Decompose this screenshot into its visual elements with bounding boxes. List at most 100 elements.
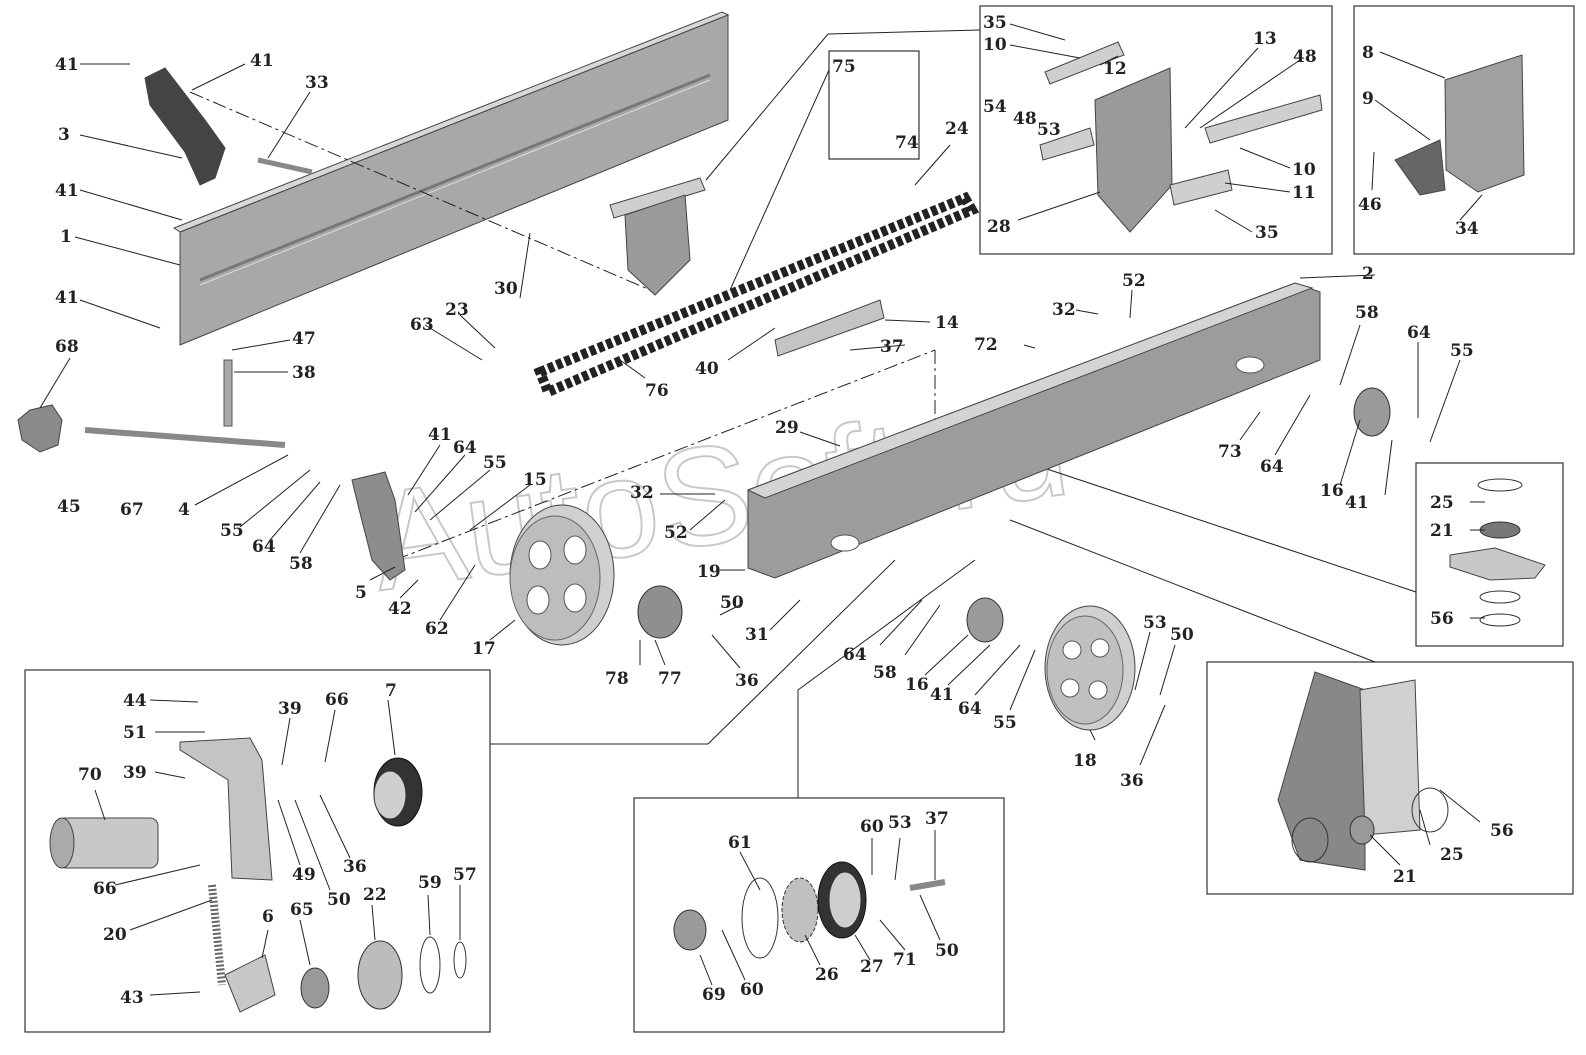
label-75: 75 (832, 57, 856, 77)
label-53: 53 (1037, 120, 1061, 140)
label-27: 27 (860, 957, 884, 977)
axis-line (394, 349, 936, 561)
label-62: 62 (425, 619, 449, 639)
label-64: 64 (1260, 457, 1284, 477)
label-37: 37 (925, 809, 949, 829)
label-55: 55 (993, 713, 1017, 733)
label-47: 47 (292, 329, 316, 349)
label-38: 38 (292, 363, 316, 383)
label-41: 41 (930, 685, 954, 705)
carriage-part (609, 177, 706, 296)
tensioner-detail (49, 737, 467, 1013)
label-66: 66 (93, 879, 117, 899)
label-29: 29 (775, 418, 799, 438)
label-48: 48 (1293, 47, 1317, 67)
label-41: 41 (1345, 493, 1369, 513)
label-57: 57 (453, 865, 477, 885)
label-16: 16 (905, 675, 929, 695)
label-41: 41 (55, 181, 79, 201)
label-70: 70 (78, 765, 102, 785)
detail-frame-plate (1206, 661, 1574, 895)
label-37: 37 (880, 337, 904, 357)
bolt-part-33 (257, 157, 313, 175)
sprocket-detail (673, 861, 946, 959)
label-72: 72 (974, 335, 998, 355)
part-labels: 41 41 33 3 41 1 41 47 38 68 45 67 4 55 6… (55, 13, 1514, 1008)
label-64: 64 (252, 537, 276, 557)
label-58: 58 (1355, 303, 1379, 323)
hub-part-77 (637, 585, 683, 639)
label-41: 41 (55, 55, 79, 75)
label-68: 68 (55, 337, 79, 357)
label-76: 76 (645, 381, 669, 401)
label-36: 36 (735, 671, 759, 691)
label-67: 67 (120, 500, 144, 520)
label-30: 30 (494, 279, 518, 299)
connector-line (827, 29, 981, 35)
label-60: 60 (740, 980, 764, 1000)
label-66: 66 (325, 690, 349, 710)
axis-line (189, 91, 651, 291)
label-64: 64 (453, 438, 477, 458)
label-53: 53 (888, 813, 912, 833)
bar-part-14 (774, 299, 885, 357)
label-45: 45 (57, 497, 81, 517)
detail-frame-bearing (1415, 462, 1564, 647)
bolt-part-38 (223, 359, 233, 427)
label-64: 64 (1407, 323, 1431, 343)
label-3: 3 (58, 125, 70, 145)
label-9: 9 (1362, 89, 1374, 109)
label-58: 58 (289, 554, 313, 574)
label-33: 33 (305, 73, 329, 93)
label-6: 6 (262, 907, 274, 927)
pulley-part-17 (509, 504, 615, 646)
label-59: 59 (418, 873, 442, 893)
label-41: 41 (55, 288, 79, 308)
flange-part-16 (966, 597, 1004, 643)
label-69: 69 (702, 985, 726, 1005)
detail-frame-bracket (1353, 5, 1575, 255)
label-24: 24 (945, 119, 969, 139)
label-20: 20 (103, 925, 127, 945)
connector-line (490, 559, 896, 745)
label-25: 25 (1440, 845, 1464, 865)
label-54: 54 (983, 97, 1007, 117)
connector-line (989, 449, 1417, 593)
label-17: 17 (472, 639, 496, 659)
lever-part-5 (351, 471, 406, 581)
label-55: 55 (483, 453, 507, 473)
label-32: 32 (1052, 300, 1076, 320)
detail-frame-tensioner (24, 669, 491, 1033)
label-36: 36 (343, 857, 367, 877)
label-48: 48 (1013, 109, 1037, 129)
label-56: 56 (1490, 821, 1514, 841)
knob-part-68 (17, 404, 63, 453)
label-77: 77 (658, 669, 682, 689)
label-55: 55 (220, 521, 244, 541)
label-18: 18 (1073, 751, 1097, 771)
label-65: 65 (290, 900, 314, 920)
label-56: 56 (1430, 609, 1454, 629)
plate-detail (1277, 671, 1449, 871)
beam-part-2 (746, 282, 1321, 579)
label-52: 52 (1122, 271, 1146, 291)
leader-lines (39, 23, 1485, 996)
label-19: 19 (697, 562, 721, 582)
detail-frame-chain-link (828, 50, 920, 160)
label-60: 60 (860, 817, 884, 837)
label-49: 49 (292, 865, 316, 885)
label-50: 50 (720, 593, 744, 613)
label-7: 7 (385, 681, 397, 701)
label-40: 40 (695, 359, 719, 379)
label-5: 5 (355, 583, 367, 603)
label-15: 15 (523, 470, 547, 490)
label-61: 61 (728, 833, 752, 853)
label-39: 39 (278, 699, 302, 719)
label-26: 26 (815, 965, 839, 985)
label-55: 55 (1450, 341, 1474, 361)
label-71: 71 (893, 950, 917, 970)
label-35: 35 (983, 13, 1007, 33)
label-12: 12 (1103, 59, 1127, 79)
label-50: 50 (935, 941, 959, 961)
label-64: 64 (958, 699, 982, 719)
